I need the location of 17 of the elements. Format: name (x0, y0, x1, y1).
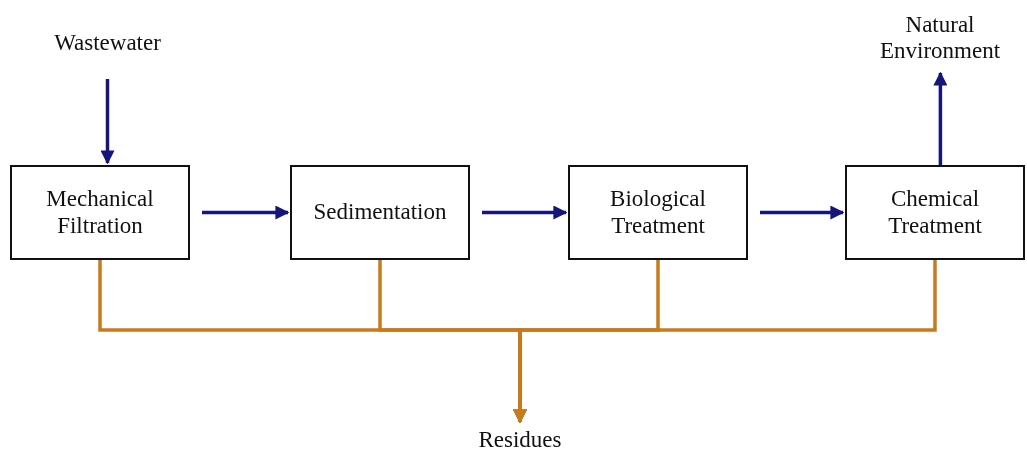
arrow (933, 71, 948, 165)
node-label: Residues (455, 425, 585, 455)
arrow (202, 205, 290, 220)
box-label: Mechanical Filtration (45, 186, 155, 239)
arrow (482, 205, 568, 220)
process-box (290, 165, 470, 260)
box-label: Sedimentation (313, 199, 447, 226)
process-box (845, 165, 1025, 260)
box-label: Chemical Treatment (887, 186, 983, 239)
process-box (10, 165, 190, 260)
arrow (513, 260, 937, 424)
process-box (568, 165, 748, 260)
node-label: Wastewater (30, 25, 185, 61)
arrow (100, 79, 115, 165)
arrow (760, 205, 845, 220)
node-label: Natural Environment (855, 5, 1025, 71)
box-label: Biological Treatment (609, 186, 707, 239)
